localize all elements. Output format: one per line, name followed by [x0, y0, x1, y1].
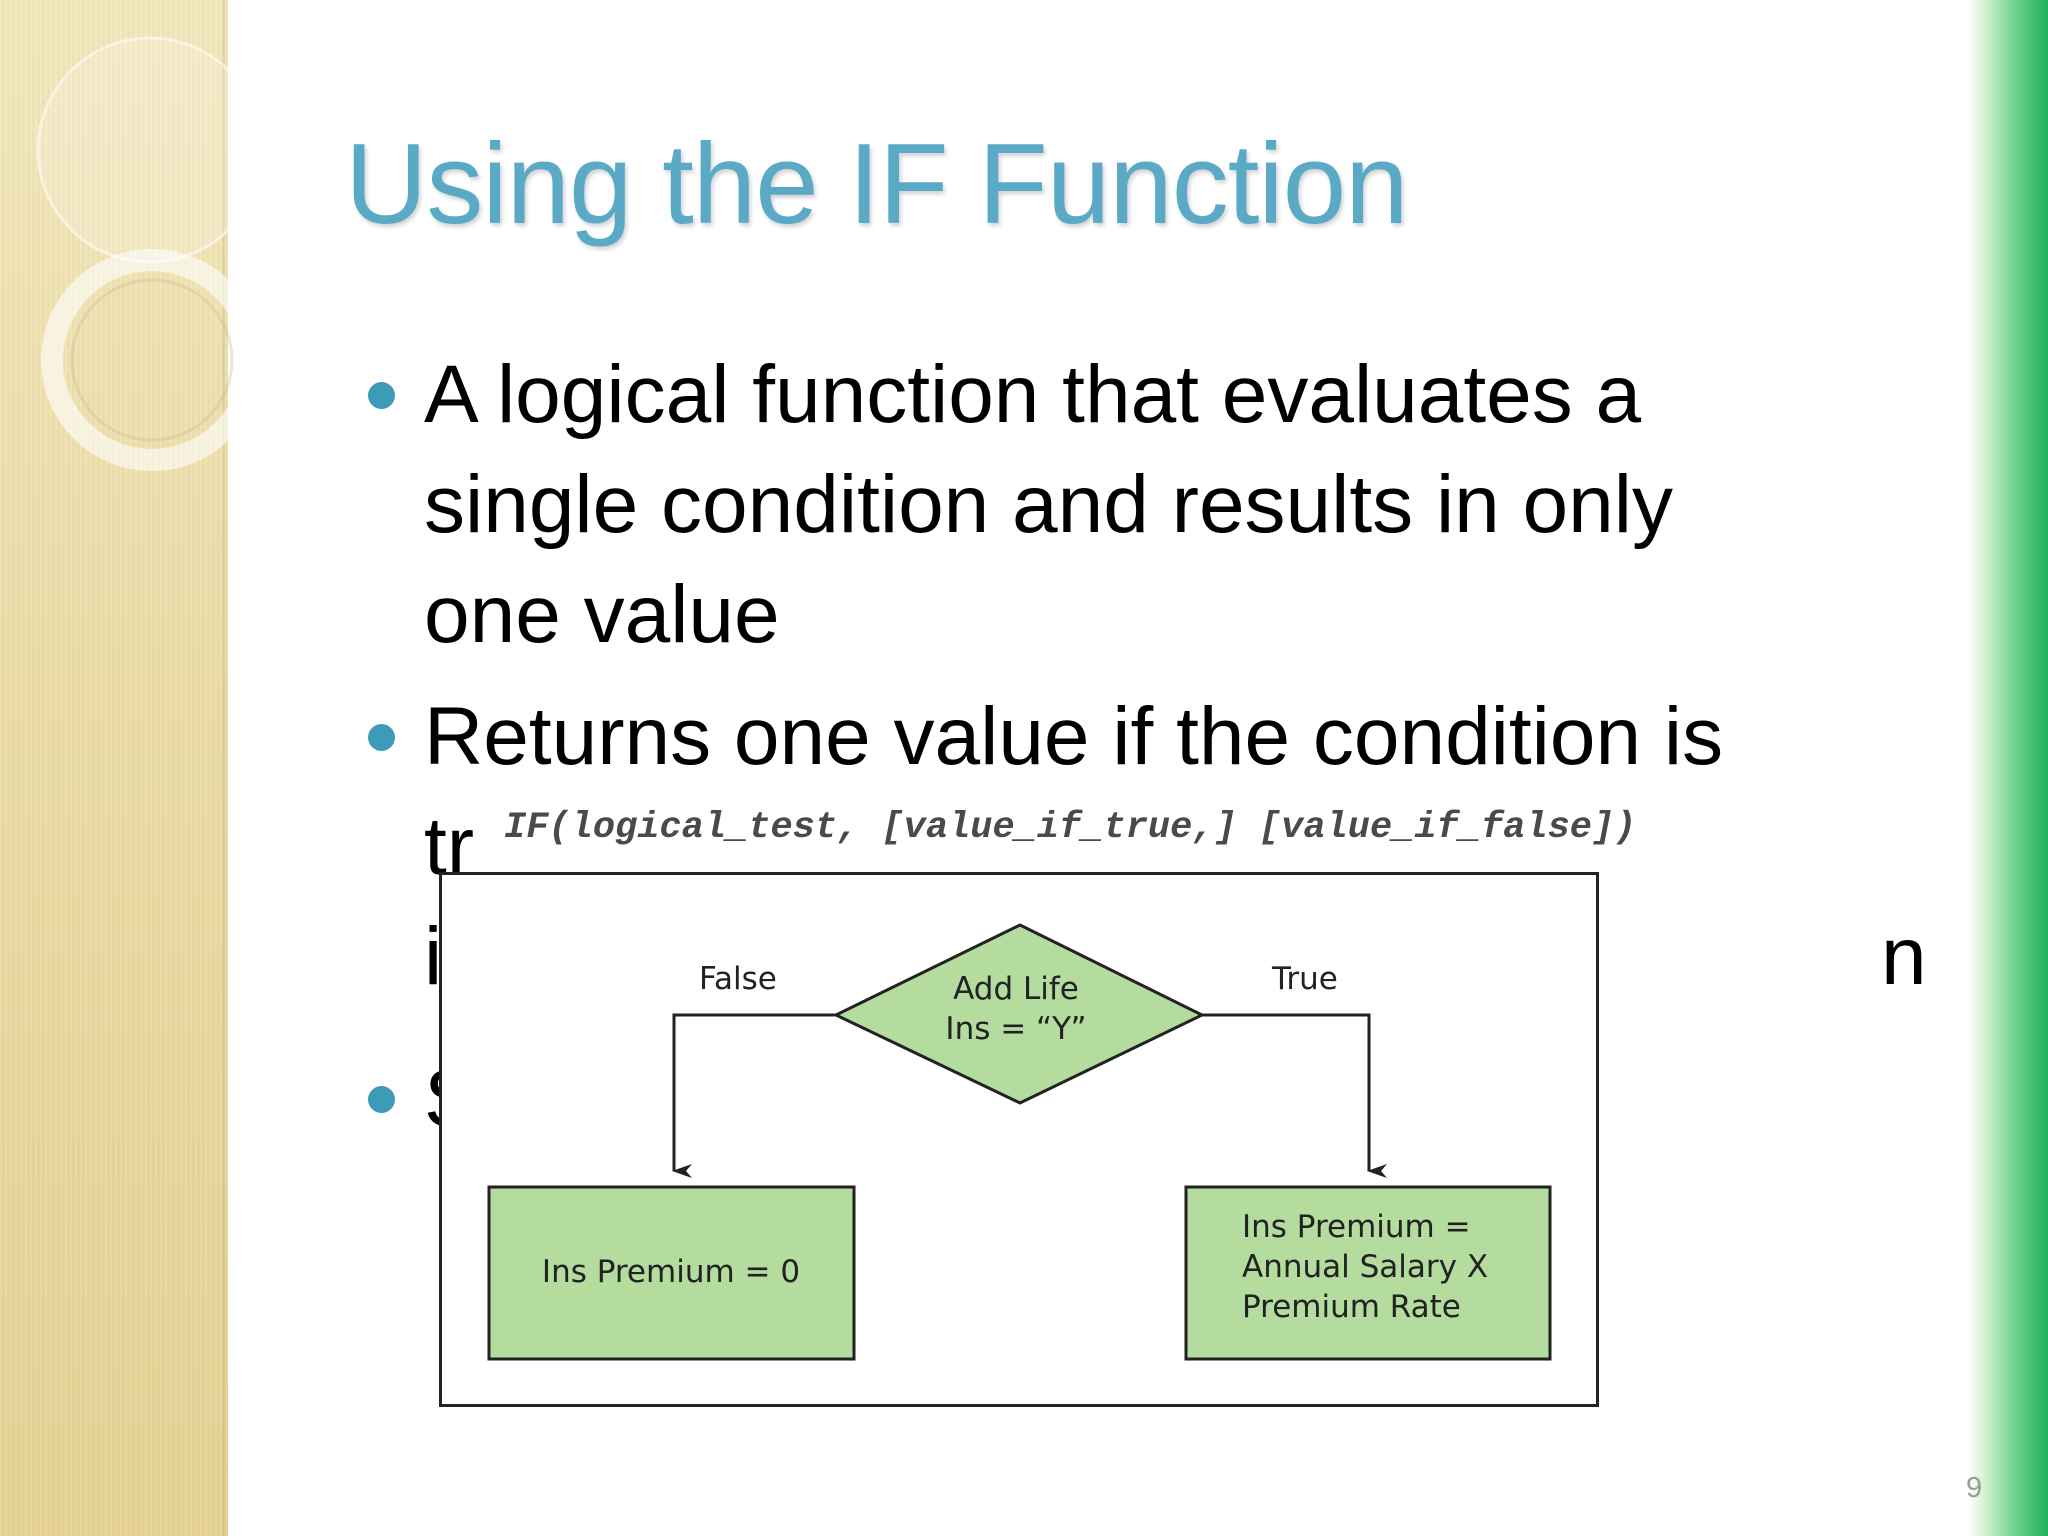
decorative-rings [36, 36, 240, 471]
bullet-line: Returns one value if the condition is [424, 691, 1724, 782]
true-label: True [1271, 961, 1338, 997]
bullet-dot-icon [368, 382, 395, 409]
if-flowchart: Add Life Ins = “Y” False True Ins Premiu… [439, 872, 1599, 1407]
false-connector [672, 1013, 836, 1178]
true-result-box [1184, 1185, 1552, 1361]
decision-diamond [832, 923, 1206, 1105]
bullet-line: single condition and results in only [424, 459, 1673, 550]
false-label: False [699, 961, 777, 997]
bullet-dot-icon [368, 724, 395, 751]
false-result-text: Ins Premium = 0 [542, 1254, 800, 1290]
slide-title: Using the IF Function [345, 121, 1409, 248]
false-result-box [487, 1185, 856, 1361]
page-number: 9 [1966, 1472, 1983, 1504]
decision-line-1: Add Life [953, 971, 1079, 1007]
bullet-line: one value [424, 569, 780, 660]
bullet-item: A logical function that evaluates a sing… [350, 340, 2000, 670]
true-connector [1202, 1013, 1387, 1178]
bullet-dot-icon [368, 1086, 395, 1113]
true-result-line-3: Premium Rate [1242, 1289, 1461, 1325]
decision-line-2: Ins = “Y” [945, 1011, 1086, 1047]
bullet-line-fragment: n [1881, 911, 1927, 1002]
flowchart-graphic: Add Life Ins = “Y” False True Ins Premiu… [487, 923, 1552, 1361]
bullet-item: Returns one value if the condition is tr… [350, 682, 2000, 1032]
left-band-edge [222, 0, 228, 1536]
bullet-line-fragment: i [424, 911, 443, 1002]
bullet-line: A logical function that evaluates a [424, 349, 1642, 440]
bullet-list: A logical function that evaluates a sing… [350, 340, 2000, 1166]
true-result-line-1: Ins Premium = [1242, 1209, 1471, 1245]
right-decorative-band [1968, 0, 2048, 1536]
true-result-line-2: Annual Salary X [1242, 1249, 1488, 1285]
if-function-syntax: IF(logical_test, [value_if_true,] [value… [498, 798, 1643, 858]
